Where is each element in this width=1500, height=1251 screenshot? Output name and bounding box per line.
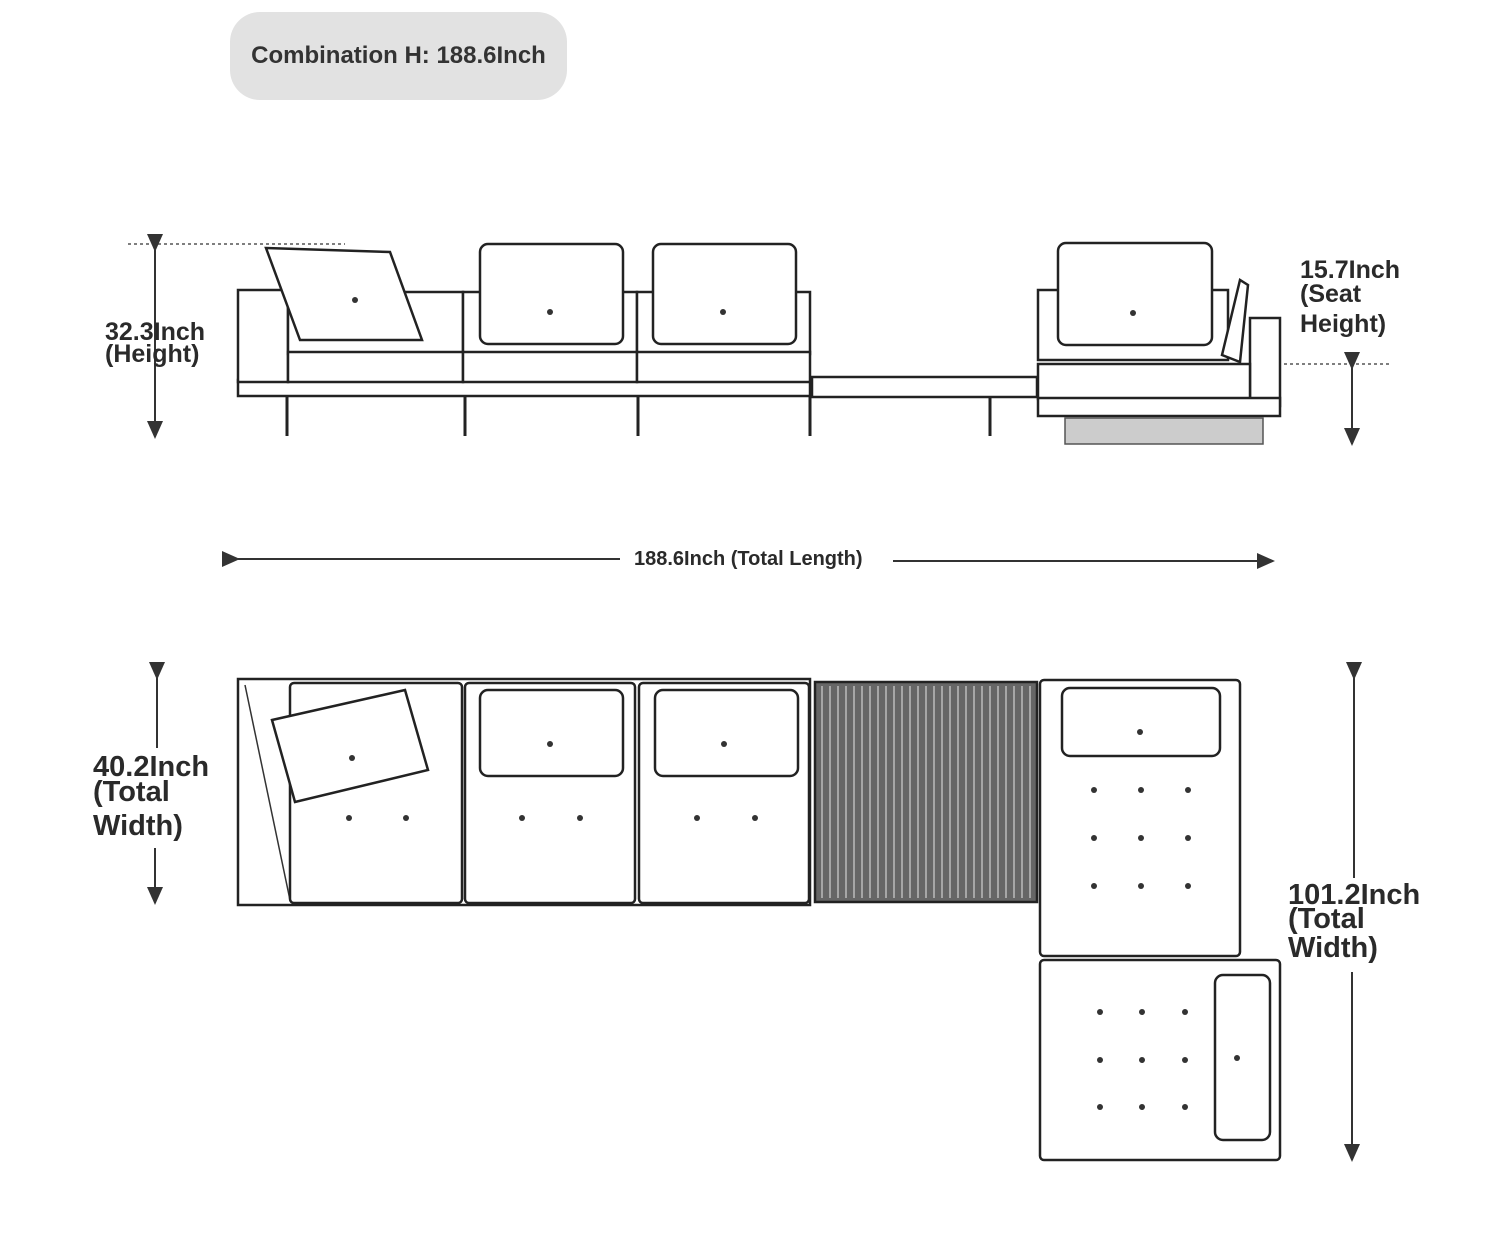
height-caption: (Height): [105, 340, 200, 368]
tuft-dot: [1097, 1104, 1103, 1110]
tuft-dot: [1139, 1057, 1145, 1063]
tuft-dot: [1185, 835, 1191, 841]
tuft-dot: [1182, 1104, 1188, 1110]
tuft-dot: [1139, 1009, 1145, 1015]
tuft-dot: [1097, 1057, 1103, 1063]
tuft-dot: [1185, 787, 1191, 793]
tuft-dot: [1182, 1009, 1188, 1015]
tuft-dot: [1138, 883, 1144, 889]
left-width-caption-2: Width): [93, 810, 183, 842]
top-view: [236, 677, 1282, 1162]
height-value: 32.3Inch: [105, 318, 206, 346]
seat-height-caption-1: (Seat: [1300, 280, 1362, 308]
tuft-dot: [1182, 1057, 1188, 1063]
left-width-value: 40.2Inch: [93, 751, 210, 783]
tuft-dot: [1185, 883, 1191, 889]
tuft-dot: [1138, 787, 1144, 793]
front-view: [128, 241, 1390, 445]
total-length-label: 188.6Inch (Total Length): [622, 549, 875, 569]
left-width-caption-1: (Total: [93, 776, 170, 808]
tuft-dot: [1091, 835, 1097, 841]
tuft-dot: [1091, 787, 1097, 793]
right-width-caption-2: Width): [1288, 932, 1378, 964]
combination-badge: Combination H: 188.6Inch: [230, 12, 567, 100]
seat-height-caption-2: Height): [1300, 310, 1387, 338]
right-width-value: 101.2Inch: [1288, 879, 1421, 911]
seat-height-value: 15.7Inch: [1300, 256, 1401, 284]
tuft-dot: [1091, 883, 1097, 889]
right-width-caption-1: (Total: [1288, 903, 1365, 935]
tuft-dot: [1139, 1104, 1145, 1110]
tuft-dot: [1097, 1009, 1103, 1015]
tuft-dot: [1138, 835, 1144, 841]
